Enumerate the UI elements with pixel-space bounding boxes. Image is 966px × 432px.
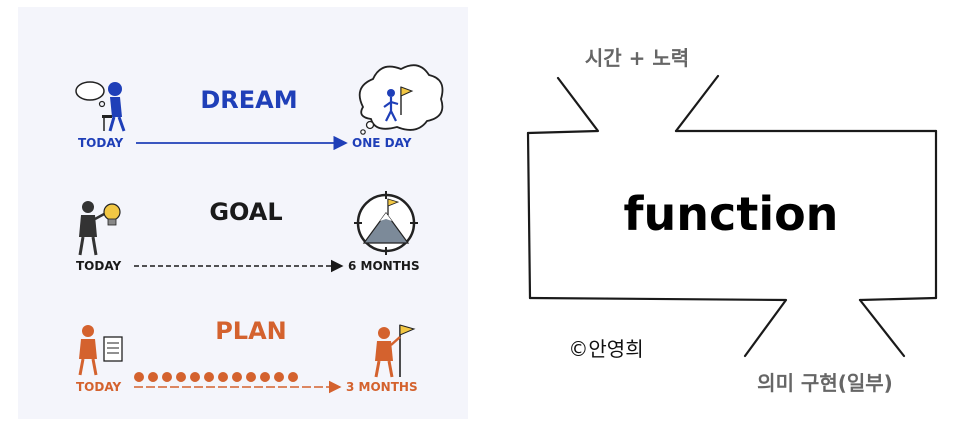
- dream-start-label: TODAY: [78, 136, 123, 150]
- function-label: function: [624, 187, 839, 241]
- plan-end-label: 3 MONTHS: [346, 380, 418, 394]
- idea-person-icon: [78, 201, 121, 256]
- planning-person-icon: [78, 325, 123, 376]
- dreaming-person-icon: [75, 81, 126, 132]
- output-label: 의미 구현(일부): [757, 371, 893, 395]
- function-box: [526, 74, 938, 358]
- goal-end-label: 6 MONTHS: [348, 259, 420, 273]
- mountain-target-icon: [354, 191, 418, 255]
- goal-title: GOAL: [209, 198, 282, 226]
- dream-goal-plan-svg: DREAM TODAY ONE DAY GOAL TODAY 6 MONTHS: [75, 64, 444, 394]
- plan-start-label: TODAY: [76, 380, 121, 394]
- plan-title: PLAN: [215, 317, 287, 345]
- dream-title: DREAM: [200, 86, 297, 114]
- dream-end-label: ONE DAY: [352, 136, 412, 150]
- input-label: 시간 + 노력: [585, 46, 689, 70]
- plan-milestone-dots: [134, 372, 298, 382]
- flag-person-icon: [374, 324, 416, 378]
- dream-cloud-icon: [358, 64, 444, 135]
- dream-goal-plan-illustration: DREAM TODAY ONE DAY GOAL TODAY 6 MONTHS: [18, 7, 468, 419]
- copyright-label: ©안영희: [568, 337, 643, 361]
- goal-start-label: TODAY: [76, 259, 121, 273]
